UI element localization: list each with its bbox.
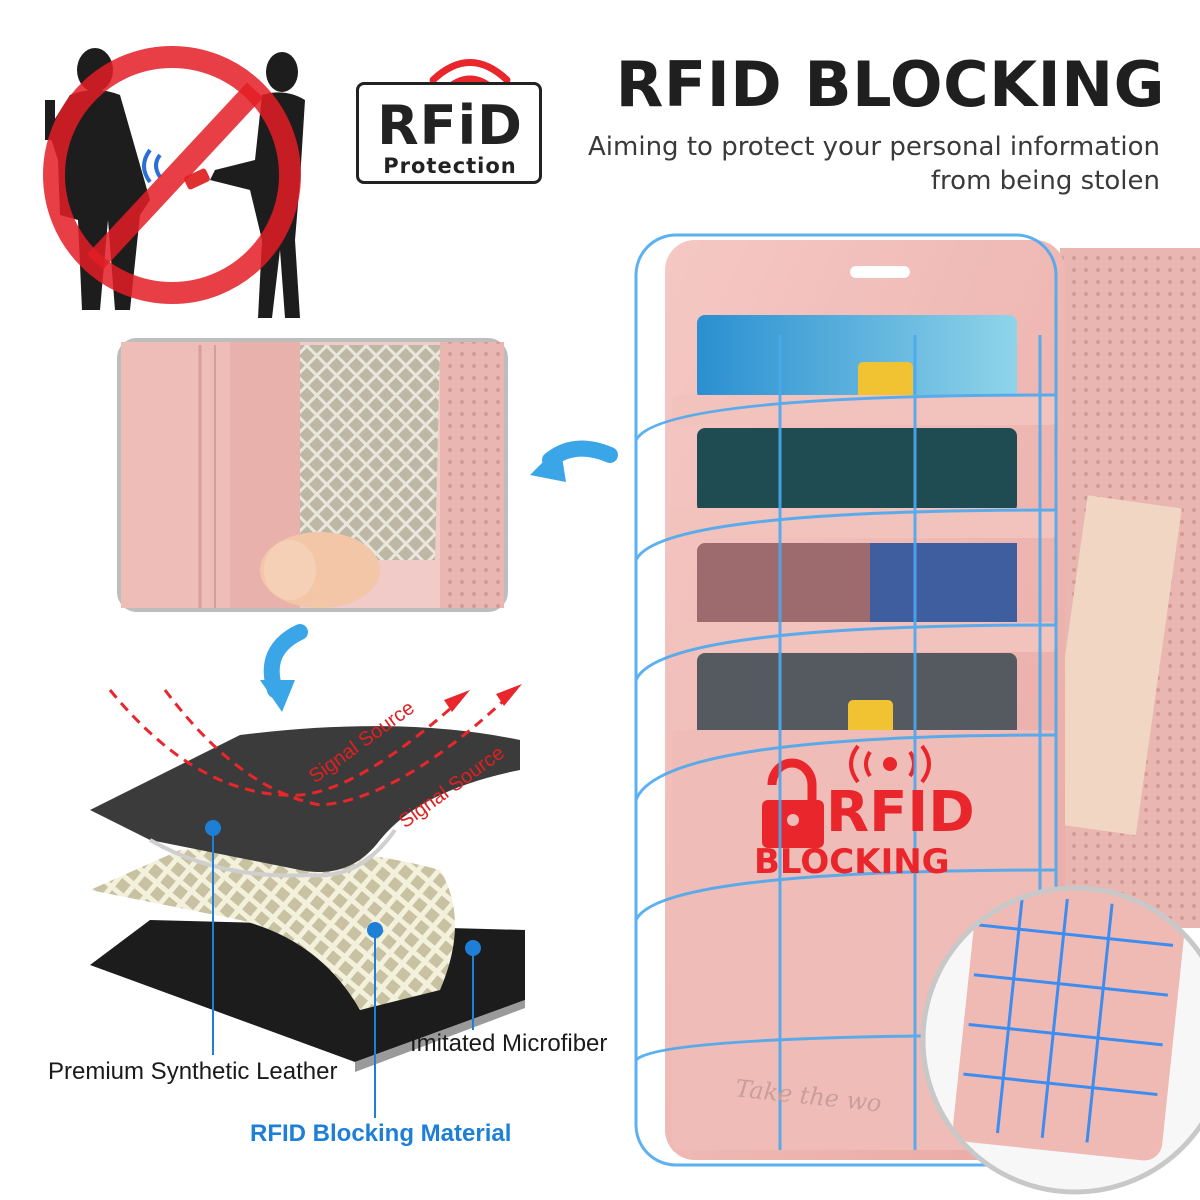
layer-stack-diagram [90,684,525,1118]
leather-layer-label: Premium Synthetic Leather [48,1058,338,1085]
lock-icon [762,758,824,848]
lock-blocking-text: BLOCKING [754,842,950,882]
signal-waves-icon [849,744,931,784]
lock-rfid-text: RFID [826,780,975,845]
rfid-protection-badge [356,82,542,184]
page-title: RFID BLOCKING [615,48,1165,121]
subtitle-line-1: Aiming to protect your personal informat… [588,132,1160,162]
curved-arrow-icon [530,440,618,482]
curved-arrow-down-icon [260,624,308,712]
rfid-material-label: RFID Blocking Material [250,1120,512,1147]
prohibited-icon [43,46,301,304]
zoom-photo-panel [117,338,508,612]
badge-subtext: Protection [383,154,517,178]
subtitle-line-2: from being stolen [930,166,1160,196]
inset-wallet-circle [920,885,1200,1195]
wallet-product [634,233,1200,1167]
microfiber-layer-label: Imitated Microfiber [410,1030,608,1057]
badge-word: RFiD [377,94,523,157]
